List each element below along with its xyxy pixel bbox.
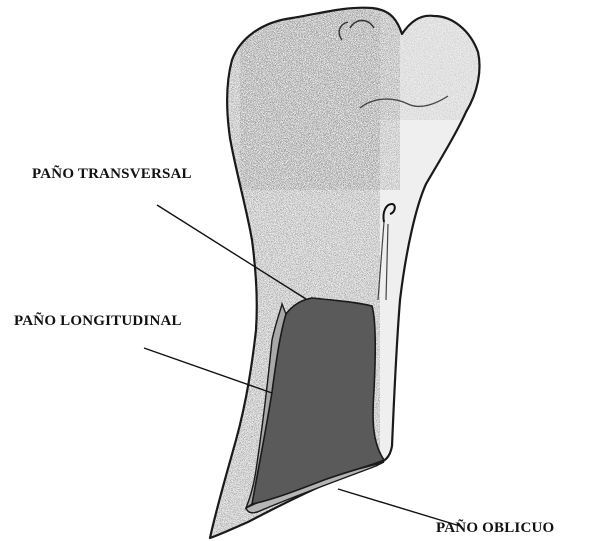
label-pano-transversal: PAÑO TRANSVERSAL: [32, 166, 192, 183]
label-pano-oblicuo: PAÑO OBLICUO: [436, 520, 554, 537]
label-pano-longitudinal: PAÑO LONGITUDINAL: [14, 313, 182, 330]
